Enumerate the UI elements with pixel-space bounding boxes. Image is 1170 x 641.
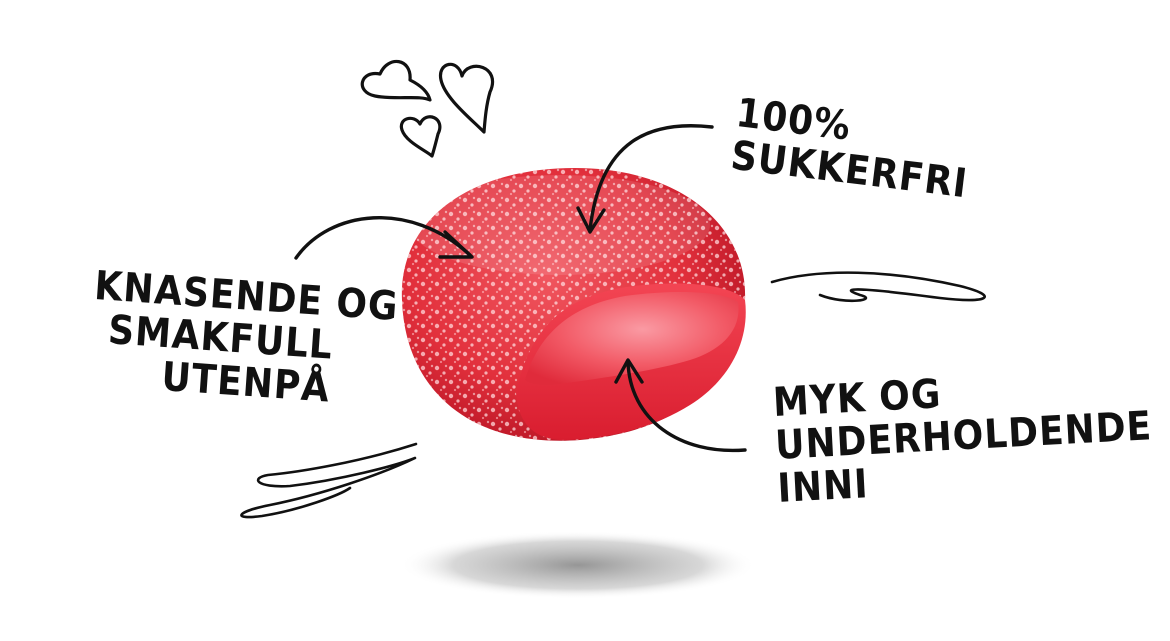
label-soft-inside: MYK OG UNDERHOLDENDE INNI <box>772 362 1155 512</box>
scribble-icon <box>240 442 418 519</box>
candy <box>401 168 746 441</box>
candy-shadow <box>400 531 756 599</box>
label-crunchy-outside: KNASENDE OG SMAKFULL UTENPÅ <box>87 263 400 412</box>
scribble-icon <box>770 271 986 303</box>
arrow-icon <box>576 124 714 234</box>
arrow-icon <box>614 358 747 453</box>
heart-icon <box>399 115 442 158</box>
hearts <box>360 59 494 158</box>
arrow-icon <box>294 216 474 260</box>
heart-icon <box>438 62 494 134</box>
heart-icon <box>360 59 432 102</box>
